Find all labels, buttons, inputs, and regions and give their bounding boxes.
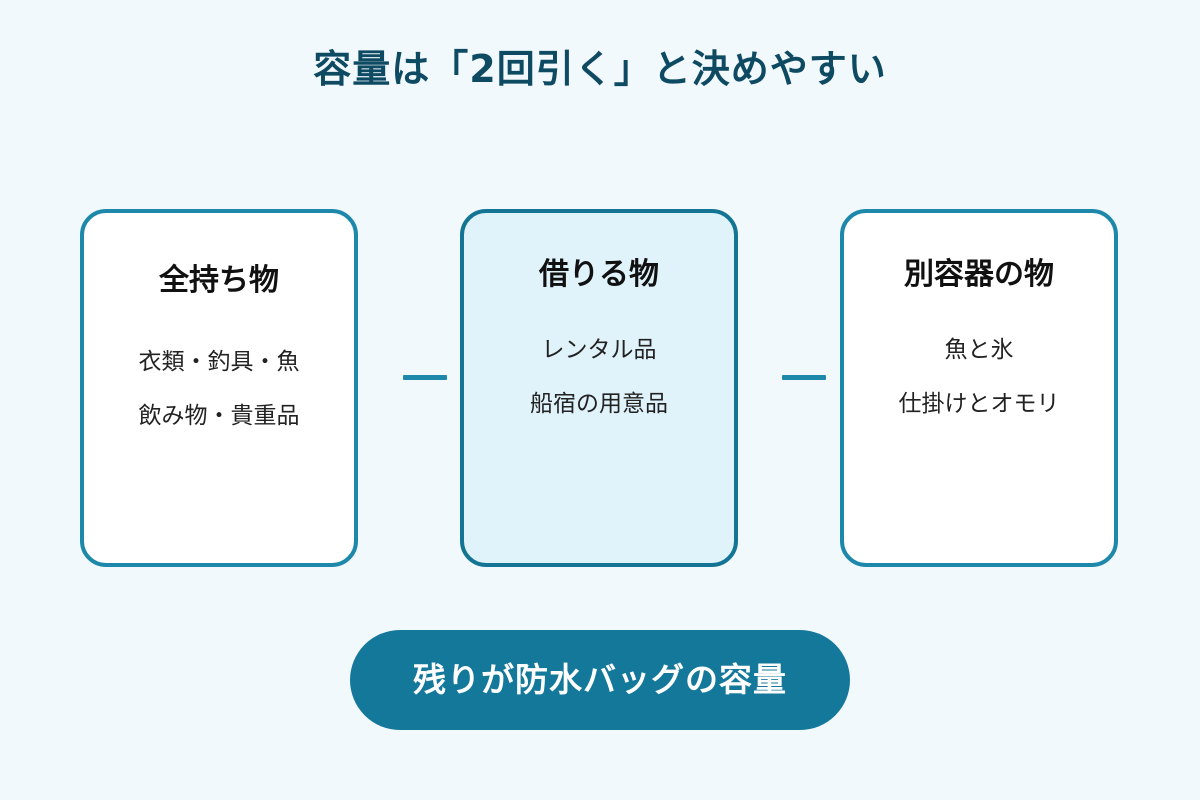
box-line: 飲み物・貴重品 [138,403,300,429]
box-lines: 魚と氷 仕掛けとオモリ [844,323,1114,431]
box-total-belongings: 全持ち物 衣類・釣具・魚 飲み物・貴重品 [80,209,358,567]
result-pill: 残りが防水バッグの容量 [350,630,850,730]
box-line: 魚と氷 [944,337,1014,363]
minus-connector [782,375,826,380]
diagram-title: 容量は「2回引く」と決めやすい [313,47,887,91]
box-line: 衣類・釣具・魚 [138,349,300,375]
box-heading: 全持ち物 [159,263,279,298]
box-line: 船宿の用意品 [530,391,668,417]
box-line: 仕掛けとオモリ [898,391,1060,417]
box-separate-containers: 別容器の物 魚と氷 仕掛けとオモリ [840,209,1118,567]
minus-connector [403,375,447,380]
box-heading: 別容器の物 [904,257,1054,292]
box-line: レンタル品 [541,337,657,363]
box-borrowed-items: 借りる物 レンタル品 船宿の用意品 [460,209,738,567]
box-heading: 借りる物 [539,257,659,292]
box-lines: レンタル品 船宿の用意品 [464,323,734,431]
box-lines: 衣類・釣具・魚 飲み物・貴重品 [84,335,354,443]
